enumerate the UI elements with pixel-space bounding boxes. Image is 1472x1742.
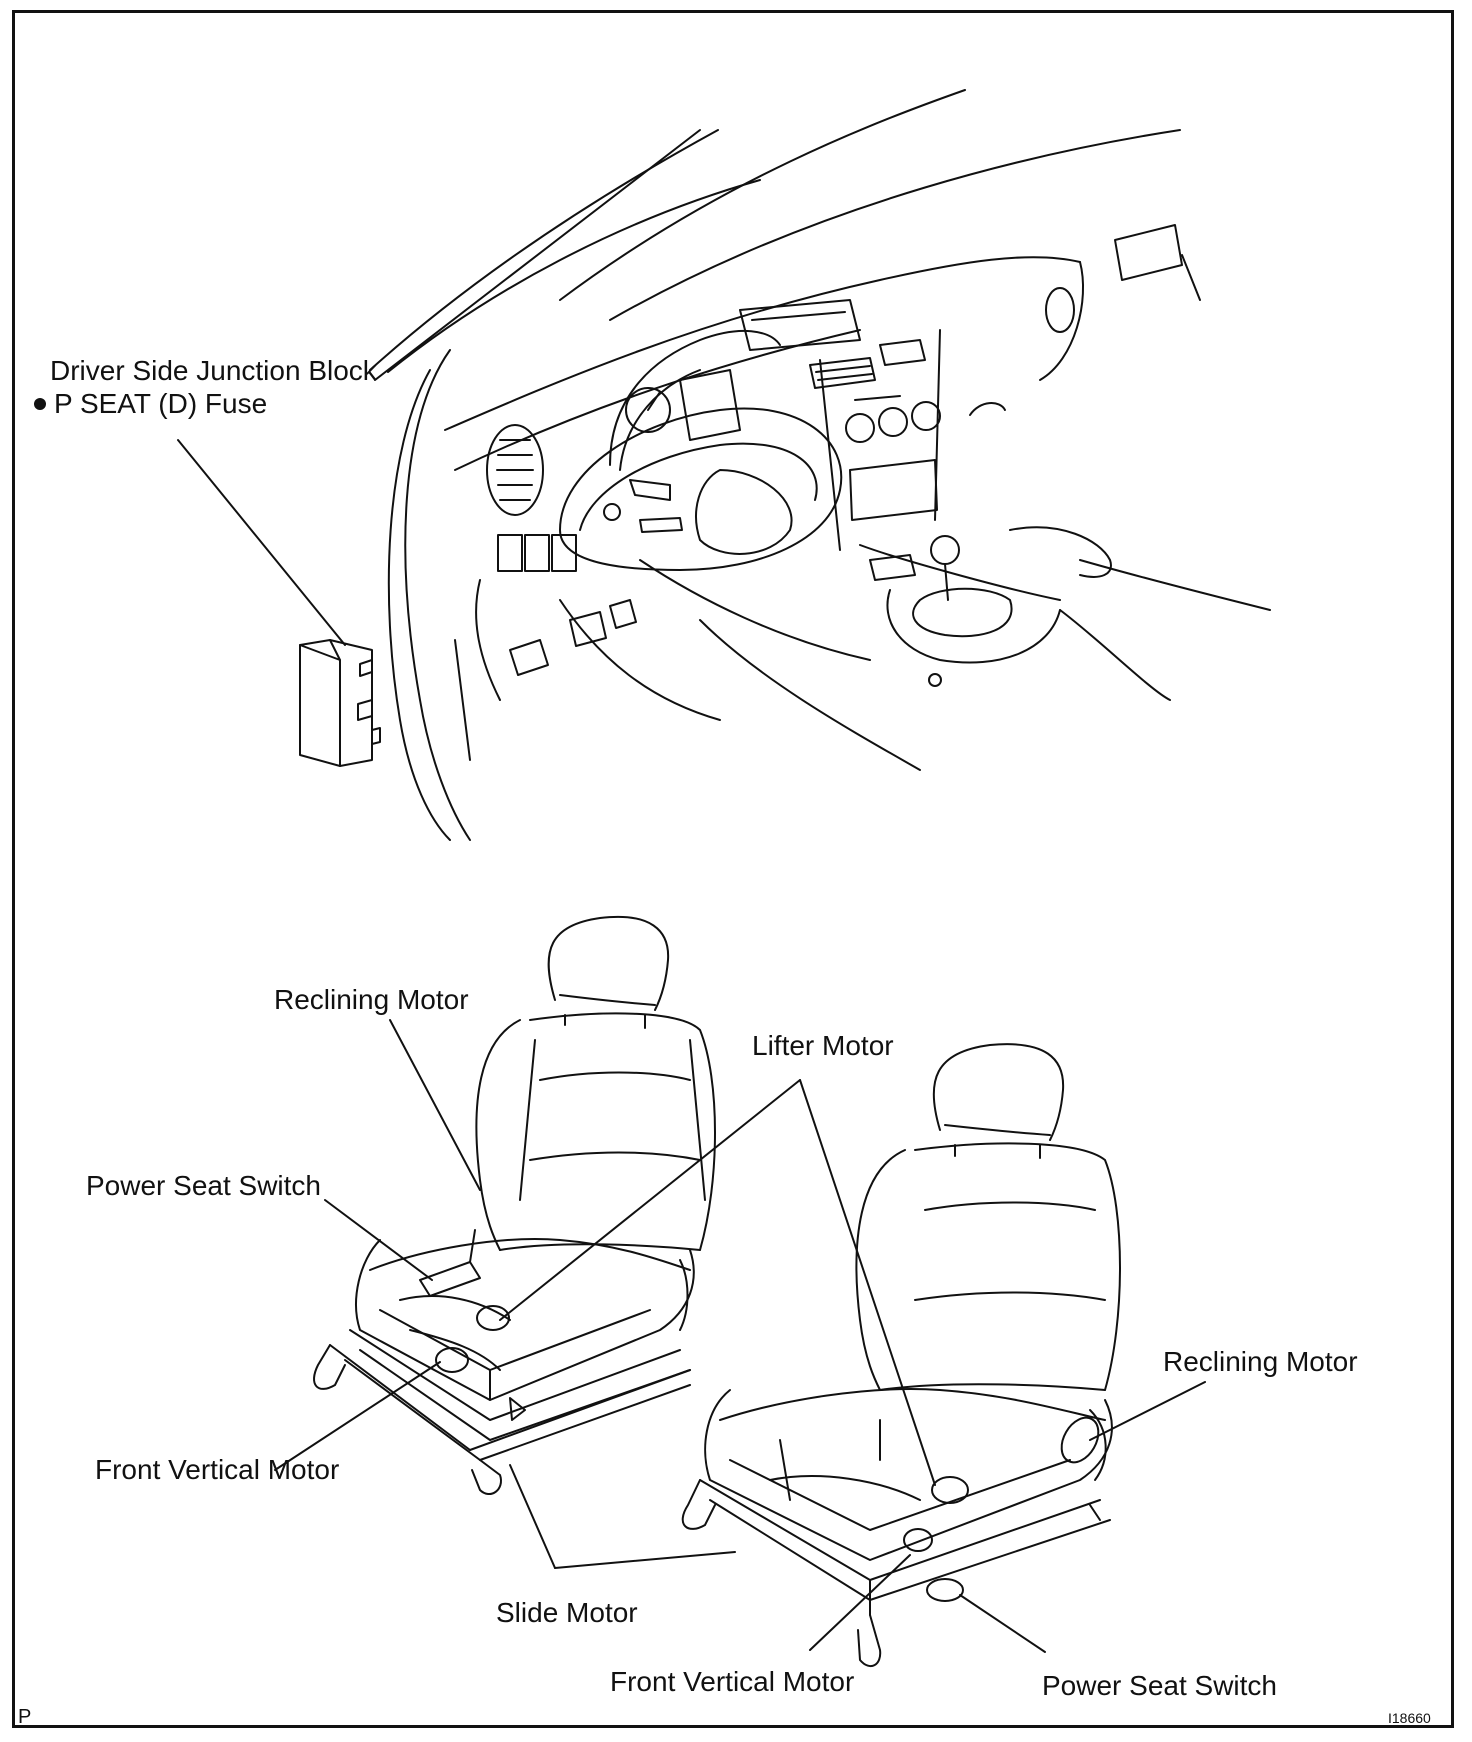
front-vertical-motor-label-right: Front Vertical Motor: [610, 1666, 855, 1697]
dashboard-illustration: [369, 89, 1271, 841]
figure-id: I18660: [1388, 1710, 1431, 1726]
power-seat-switch-label-left: Power Seat Switch: [86, 1170, 321, 1201]
front-vertical-motor-label-left: Front Vertical Motor: [95, 1454, 340, 1485]
power-seat-switch-label-right: Power Seat Switch: [1042, 1670, 1277, 1701]
fuse-label: P SEAT (D) Fuse: [34, 388, 267, 420]
bullet-dot-icon: [34, 398, 46, 410]
reclining-motor-label-left: Reclining Motor: [274, 984, 469, 1015]
fuse-label-text: P SEAT (D) Fuse: [54, 388, 268, 419]
reclining-motor-label-right: Reclining Motor: [1163, 1346, 1358, 1377]
lifter-motor-label: Lifter Motor: [752, 1030, 894, 1061]
left-seat: [313, 915, 716, 1495]
leader-lines: [274, 1019, 1206, 1653]
section-code: P: [18, 1706, 32, 1728]
slide-motor-label: Slide Motor: [496, 1597, 638, 1628]
junction-block-part: [299, 639, 381, 767]
junction-block-label: Driver Side Junction Block: [50, 355, 377, 386]
right-seat: [681, 1043, 1121, 1668]
figure-frame: [12, 10, 1454, 1728]
